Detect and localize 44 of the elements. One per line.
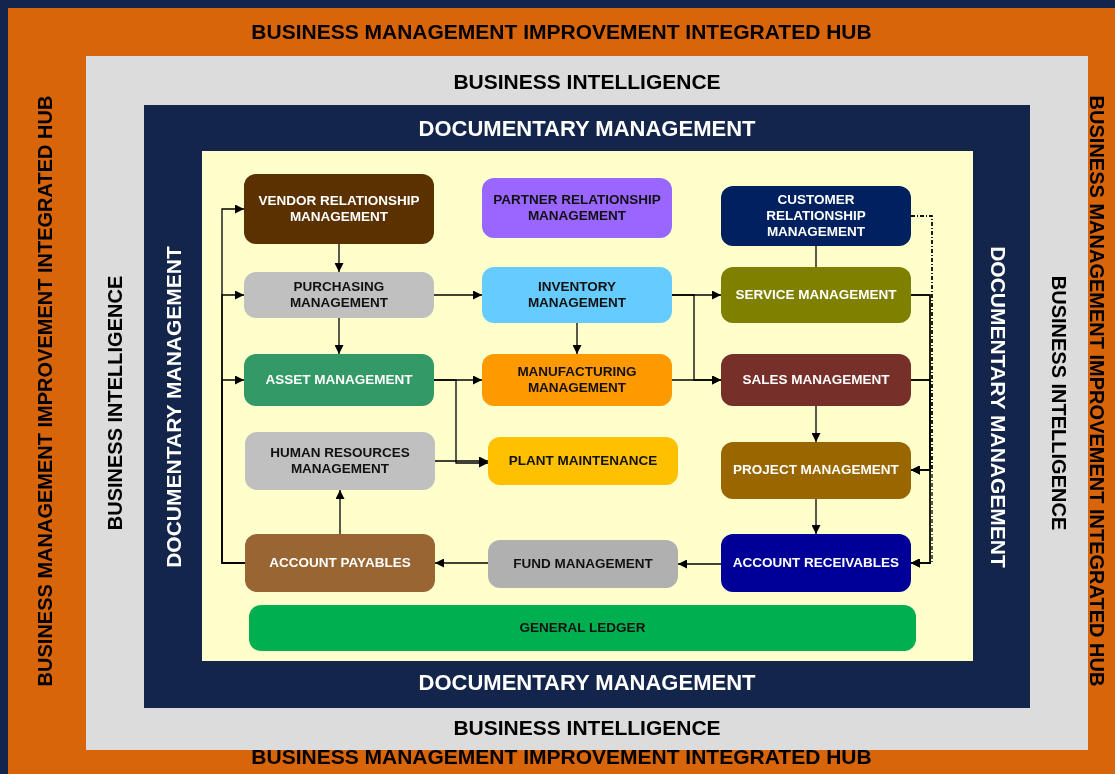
arrow [433,290,483,300]
arrow [811,498,821,535]
module-box: ACCOUNT RECEIVABLES [721,534,911,592]
arrow [335,489,345,535]
arrow [433,379,489,468]
frame-title: DOCUMENTARY MANAGEMENT [162,245,186,568]
module-box: MANUFACTURING MANAGEMENT [482,354,672,406]
module-box: SERVICE MANAGEMENT [721,267,911,323]
connector-line [815,245,817,268]
arrow [434,558,489,568]
module-box: INVENTORY MANAGEMENT [482,267,672,323]
module-box: SALES MANAGEMENT [721,354,911,406]
arrow [677,559,722,569]
module-box: FUND MANAGEMENT [488,540,678,588]
frame-title: DOCUMENTARY MANAGEMENT [418,670,756,696]
frame-title: BUSINESS INTELLIGENCE [453,70,721,94]
frame-title: BUSINESS MANAGEMENT IMPROVEMENT INTEGRATED HUB [251,745,872,769]
module-box: ASSET MANAGEMENT [244,354,434,406]
frame-title: BUSINESS INTELLIGENCE [453,716,721,740]
frame-title: BUSINESS MANAGEMENT IMPROVEMENT INTEGRATED HUB [1086,95,1108,687]
intelligence-frame [86,56,1088,750]
module-box: PURCHASING MANAGEMENT [244,272,434,318]
module-box: CUSTOMER RELATIONSHIP MANAGEMENT [721,186,911,246]
frame-title: BUSINESS MANAGEMENT IMPROVEMENT INTEGRATED HUB [34,95,56,687]
module-box: HUMAN RESOURCES MANAGEMENT [245,432,435,490]
frame-title: BUSINESS MANAGEMENT IMPROVEMENT INTEGRATED HUB [251,20,872,44]
module-box: PLANT MAINTENANCE [488,437,678,485]
arrow [811,405,821,443]
frame-title: BUSINESS INTELLIGENCE [1048,275,1070,531]
arrow [221,375,246,564]
arrow [334,317,344,355]
frame-title: BUSINESS INTELLIGENCE [104,275,126,531]
arrow [671,375,722,385]
frame-title: DOCUMENTARY MANAGEMENT [986,245,1010,568]
arrow [572,322,582,355]
arrow [334,243,344,273]
module-box: GENERAL LEDGER [249,605,916,651]
module-box: PARTNER RELATIONSHIP MANAGEMENT [482,178,672,238]
module-box: PROJECT MANAGEMENT [721,442,911,499]
module-box: ACCOUNT PAYABLES [245,534,435,592]
documentary-frame [144,105,1030,708]
arrow [910,379,931,568]
frame-title: DOCUMENTARY MANAGEMENT [418,116,756,142]
module-box: VENDOR RELATIONSHIP MANAGEMENT [244,174,434,244]
